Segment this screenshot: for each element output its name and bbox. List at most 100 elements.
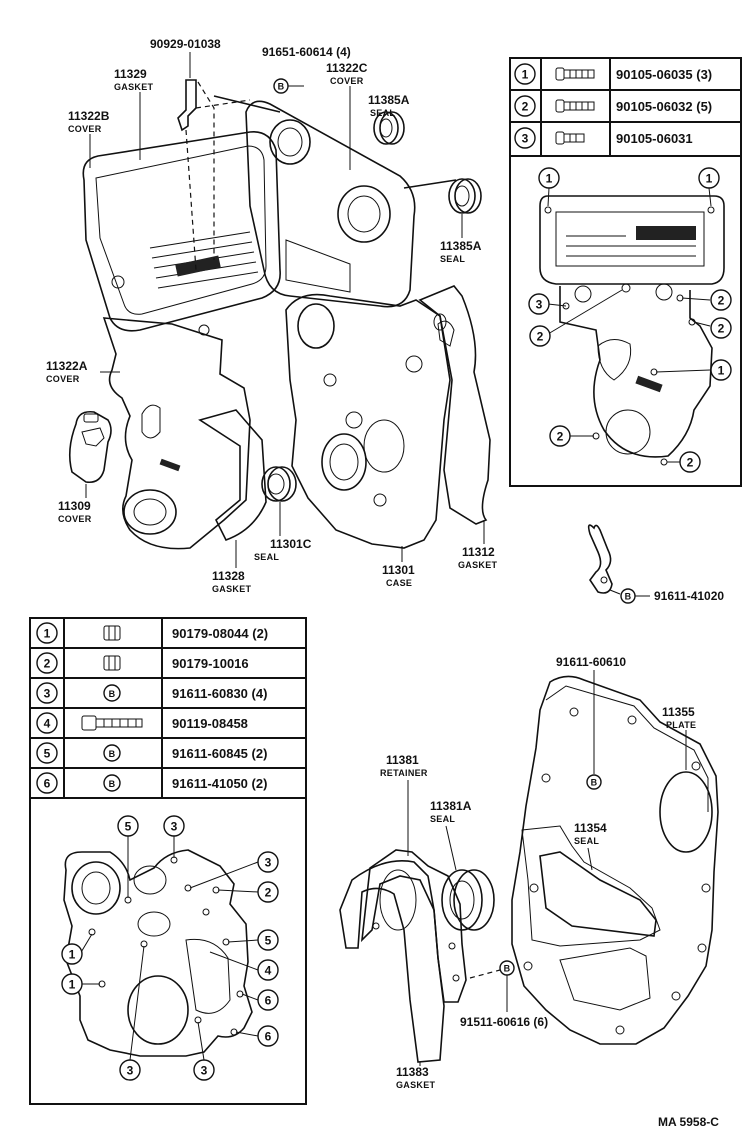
seal-11385a-bottom <box>448 178 482 214</box>
flange-bolt-icon <box>555 67 595 81</box>
nut-icon <box>103 625 121 641</box>
part-number: 90105-06031 <box>616 131 693 146</box>
svg-text:2: 2 <box>687 456 694 470</box>
inset-bottom-marker: 3 <box>193 1059 215 1081</box>
svg-text:4: 4 <box>265 964 272 978</box>
bolt-b-icon: B <box>103 744 121 762</box>
callout-11301c: 11301C <box>270 537 312 551</box>
table-top-row-3: 3 90105-06031 <box>514 127 693 149</box>
bolt-b-icon: B <box>499 960 515 976</box>
inset-top-marker: 2 <box>529 325 551 347</box>
svg-text:1: 1 <box>718 364 725 378</box>
callout-11354: 11354 <box>574 821 607 835</box>
callout-11309: 11309 <box>58 499 91 513</box>
callout-91611-60610: 91611-60610 <box>556 655 626 669</box>
svg-text:3: 3 <box>171 820 178 834</box>
table-bottom-row-2: 2 90179-10016 <box>36 652 249 674</box>
inset-bottom-marker: 1 <box>61 943 83 965</box>
part-number: 90179-08044 (2) <box>172 626 268 641</box>
svg-text:3: 3 <box>201 1064 208 1078</box>
table-bottom-row-3: 3 B 91611-60830 (4) <box>36 682 267 704</box>
svg-text:3: 3 <box>265 856 272 870</box>
svg-text:1: 1 <box>69 948 76 962</box>
bolt-b-icon: B <box>103 684 121 702</box>
callout-11312-sub: GASKET <box>458 560 498 570</box>
callout-11381-sub: RETAINER <box>380 768 428 778</box>
figure-reference: MA 5958-C <box>658 1115 719 1129</box>
table-bottom-row-1: 1 90179-08044 (2) <box>36 622 268 644</box>
callout-11322c: 11322C <box>326 61 368 75</box>
inset-bottom-marker: 1 <box>61 973 83 995</box>
inset-bottom-marker: 3 <box>119 1059 141 1081</box>
svg-text:5: 5 <box>125 820 132 834</box>
svg-text:2: 2 <box>537 330 544 344</box>
callout-11322b: 11322B <box>68 109 110 123</box>
svg-text:2: 2 <box>718 294 725 308</box>
svg-text:B: B <box>278 82 285 92</box>
inset-bottom-marker: 2 <box>257 881 279 903</box>
inset-top-marker: 2 <box>710 317 732 339</box>
svg-text:4: 4 <box>44 717 51 731</box>
table-top-row-1: 1 90105-06035 (3) <box>514 63 712 85</box>
inset-top-marker: 2 <box>710 289 732 311</box>
part-number: 90179-10016 <box>172 656 249 671</box>
svg-text:2: 2 <box>718 322 725 336</box>
callout-11385a-bottom: 11385A <box>440 239 482 253</box>
svg-text:2: 2 <box>557 430 564 444</box>
callout-11381a-sub: SEAL <box>430 814 455 824</box>
callout-11301-sub: CASE <box>386 578 412 588</box>
table-top-row-2: 2 90105-06032 (5) <box>514 95 712 117</box>
callout-11328-sub: GASKET <box>212 584 252 594</box>
inset-top-marker: 2 <box>679 451 701 473</box>
upper-cover-ribs <box>149 231 259 289</box>
inset-bottom-marker: 5 <box>257 929 279 951</box>
marker-label: 3 <box>522 132 529 146</box>
callout-11385a-top-sub: SEAL <box>370 108 395 118</box>
inset-bottom-marker: 4 <box>257 959 279 981</box>
part-number: 91611-41050 (2) <box>172 776 267 791</box>
callout-90929: 90929-01038 <box>150 37 221 51</box>
bolt-b-icon: B <box>586 774 602 790</box>
callout-11309-sub: COVER <box>58 514 92 524</box>
inset-cover-bolt-layout: 1 1 3 2 2 2 1 2 2 <box>528 167 732 473</box>
callout-marker <box>514 127 536 149</box>
table-bottom-row-5: 5 B 91611-60845 (2) <box>36 742 267 764</box>
callout-91611-41020: 91611-41020 <box>654 589 724 603</box>
svg-text:1: 1 <box>546 172 553 186</box>
callout-11312: 11312 <box>462 545 495 559</box>
table-bottom-row-4: 4 90119-08458 <box>36 712 248 734</box>
long-bolt-icon <box>81 715 143 731</box>
callout-11322a-sub: COVER <box>46 374 80 384</box>
callout-11385a-top: 11385A <box>368 93 410 107</box>
flange-bolt-icon <box>555 131 585 145</box>
table-bottom-row-6: 6 B 91611-41050 (2) <box>36 772 267 794</box>
svg-text:2: 2 <box>265 886 272 900</box>
svg-text:6: 6 <box>265 1030 272 1044</box>
callout-91651: 91651-60614 (4) <box>262 45 351 59</box>
fastener-table-top: 1 90105-06035 (3) 2 90105-06032 (5) 3 90… <box>509 57 742 487</box>
seal-11301c <box>261 466 297 502</box>
svg-text:3: 3 <box>127 1064 134 1078</box>
marker-label: 1 <box>522 68 529 82</box>
callout-11301: 11301 <box>382 563 415 577</box>
inset-case-bolt-layout: 5 3 3 2 1 1 5 4 6 6 3 3 <box>61 815 279 1081</box>
callout-11354-sub: SEAL <box>574 836 599 846</box>
svg-text:2: 2 <box>44 657 51 671</box>
nut-icon <box>103 655 121 671</box>
svg-text:B: B <box>109 779 116 789</box>
fastener-table-bottom: 1 90179-08044 (2) 2 90179-10016 3 B 9161… <box>29 617 307 1105</box>
svg-text:1: 1 <box>44 627 51 641</box>
svg-text:1: 1 <box>706 172 713 186</box>
bolt-b-icon: B <box>273 78 289 94</box>
part-number: 91611-60845 (2) <box>172 746 267 761</box>
seal-11381a <box>441 869 495 931</box>
callout-11385a-bottom-sub: SEAL <box>440 254 465 264</box>
inset-bottom-marker: 6 <box>257 1025 279 1047</box>
callout-11322c-sub: COVER <box>330 76 364 86</box>
callout-11329-sub: GASKET <box>114 82 154 92</box>
callout-11381: 11381 <box>386 753 419 767</box>
part-number: 90105-06032 (5) <box>616 99 712 114</box>
svg-text:B: B <box>504 964 511 974</box>
svg-text:3: 3 <box>536 298 543 312</box>
